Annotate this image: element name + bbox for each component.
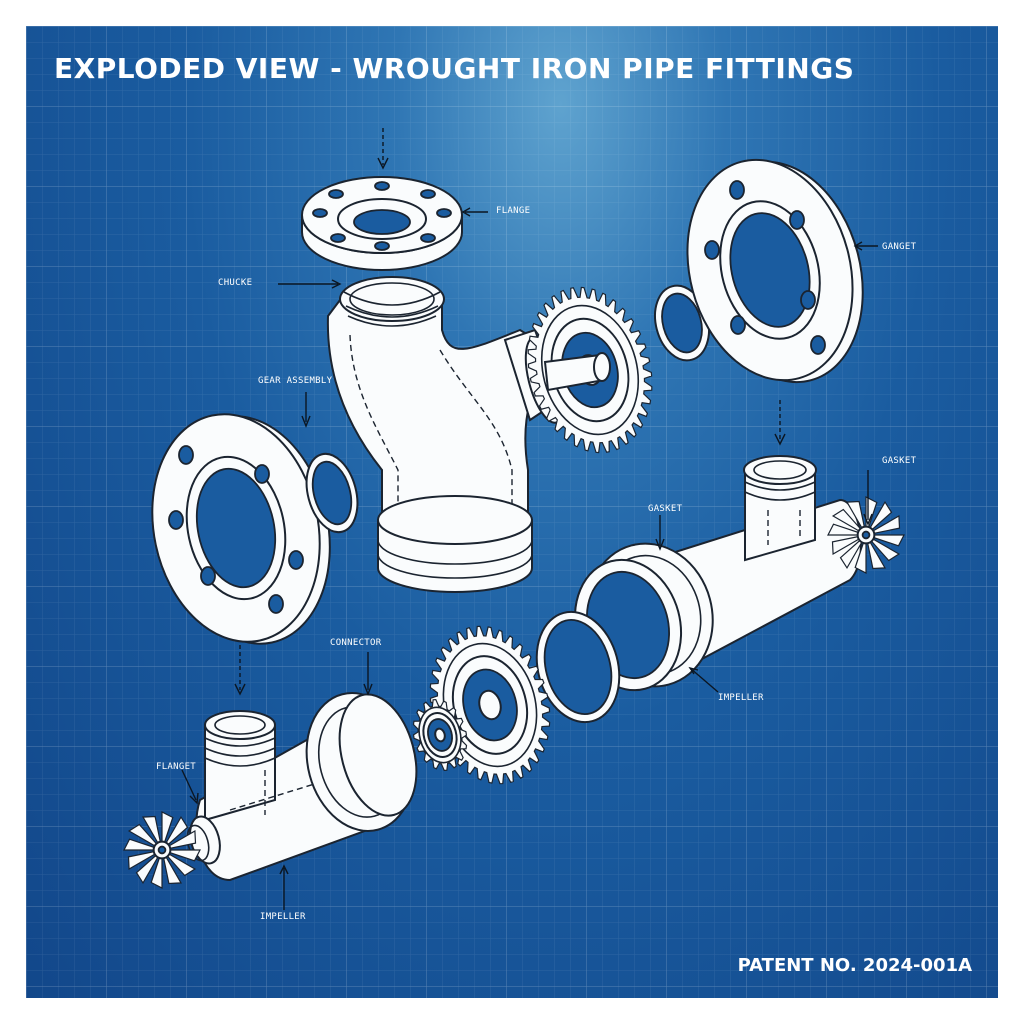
left-flange xyxy=(151,413,331,645)
patent-number: PATENT NO. 2024-001A xyxy=(737,955,972,976)
label-ganget: GANGET xyxy=(882,242,917,252)
lower-gear-small xyxy=(412,698,468,772)
left-impeller xyxy=(123,811,201,889)
label-gear-assembly: GEAR ASSEMBLY xyxy=(258,376,333,386)
o-ring-left xyxy=(305,452,359,534)
lower-left-tee-pipe xyxy=(186,692,418,882)
diagram-title: EXPLODED VIEW - WROUGHT IRON PIPE FITTIN… xyxy=(54,52,855,85)
label-gasket-center: GASKET xyxy=(648,504,683,514)
right-flange xyxy=(686,158,864,384)
elbow-pipe-body xyxy=(326,276,566,593)
label-connector: CONNECTOR xyxy=(330,638,382,648)
exploded-view-drawing xyxy=(123,128,905,910)
leader-lines xyxy=(181,128,878,910)
o-ring-center xyxy=(535,610,621,724)
label-impeller-left: IMPELLER xyxy=(260,912,306,922)
top-flange xyxy=(301,176,463,271)
blueprint-sheet: EXPLODED VIEW - WROUGHT IRON PIPE FITTIN… xyxy=(26,26,998,998)
label-impeller-right: IMPELLER xyxy=(718,693,764,703)
label-flange: FLANGE xyxy=(496,206,531,216)
label-flanget: FLANGET xyxy=(156,762,197,772)
label-chuck: CHUCKE xyxy=(218,278,253,288)
label-gasket-right: GASKET xyxy=(882,456,917,466)
upper-gear xyxy=(527,286,653,454)
